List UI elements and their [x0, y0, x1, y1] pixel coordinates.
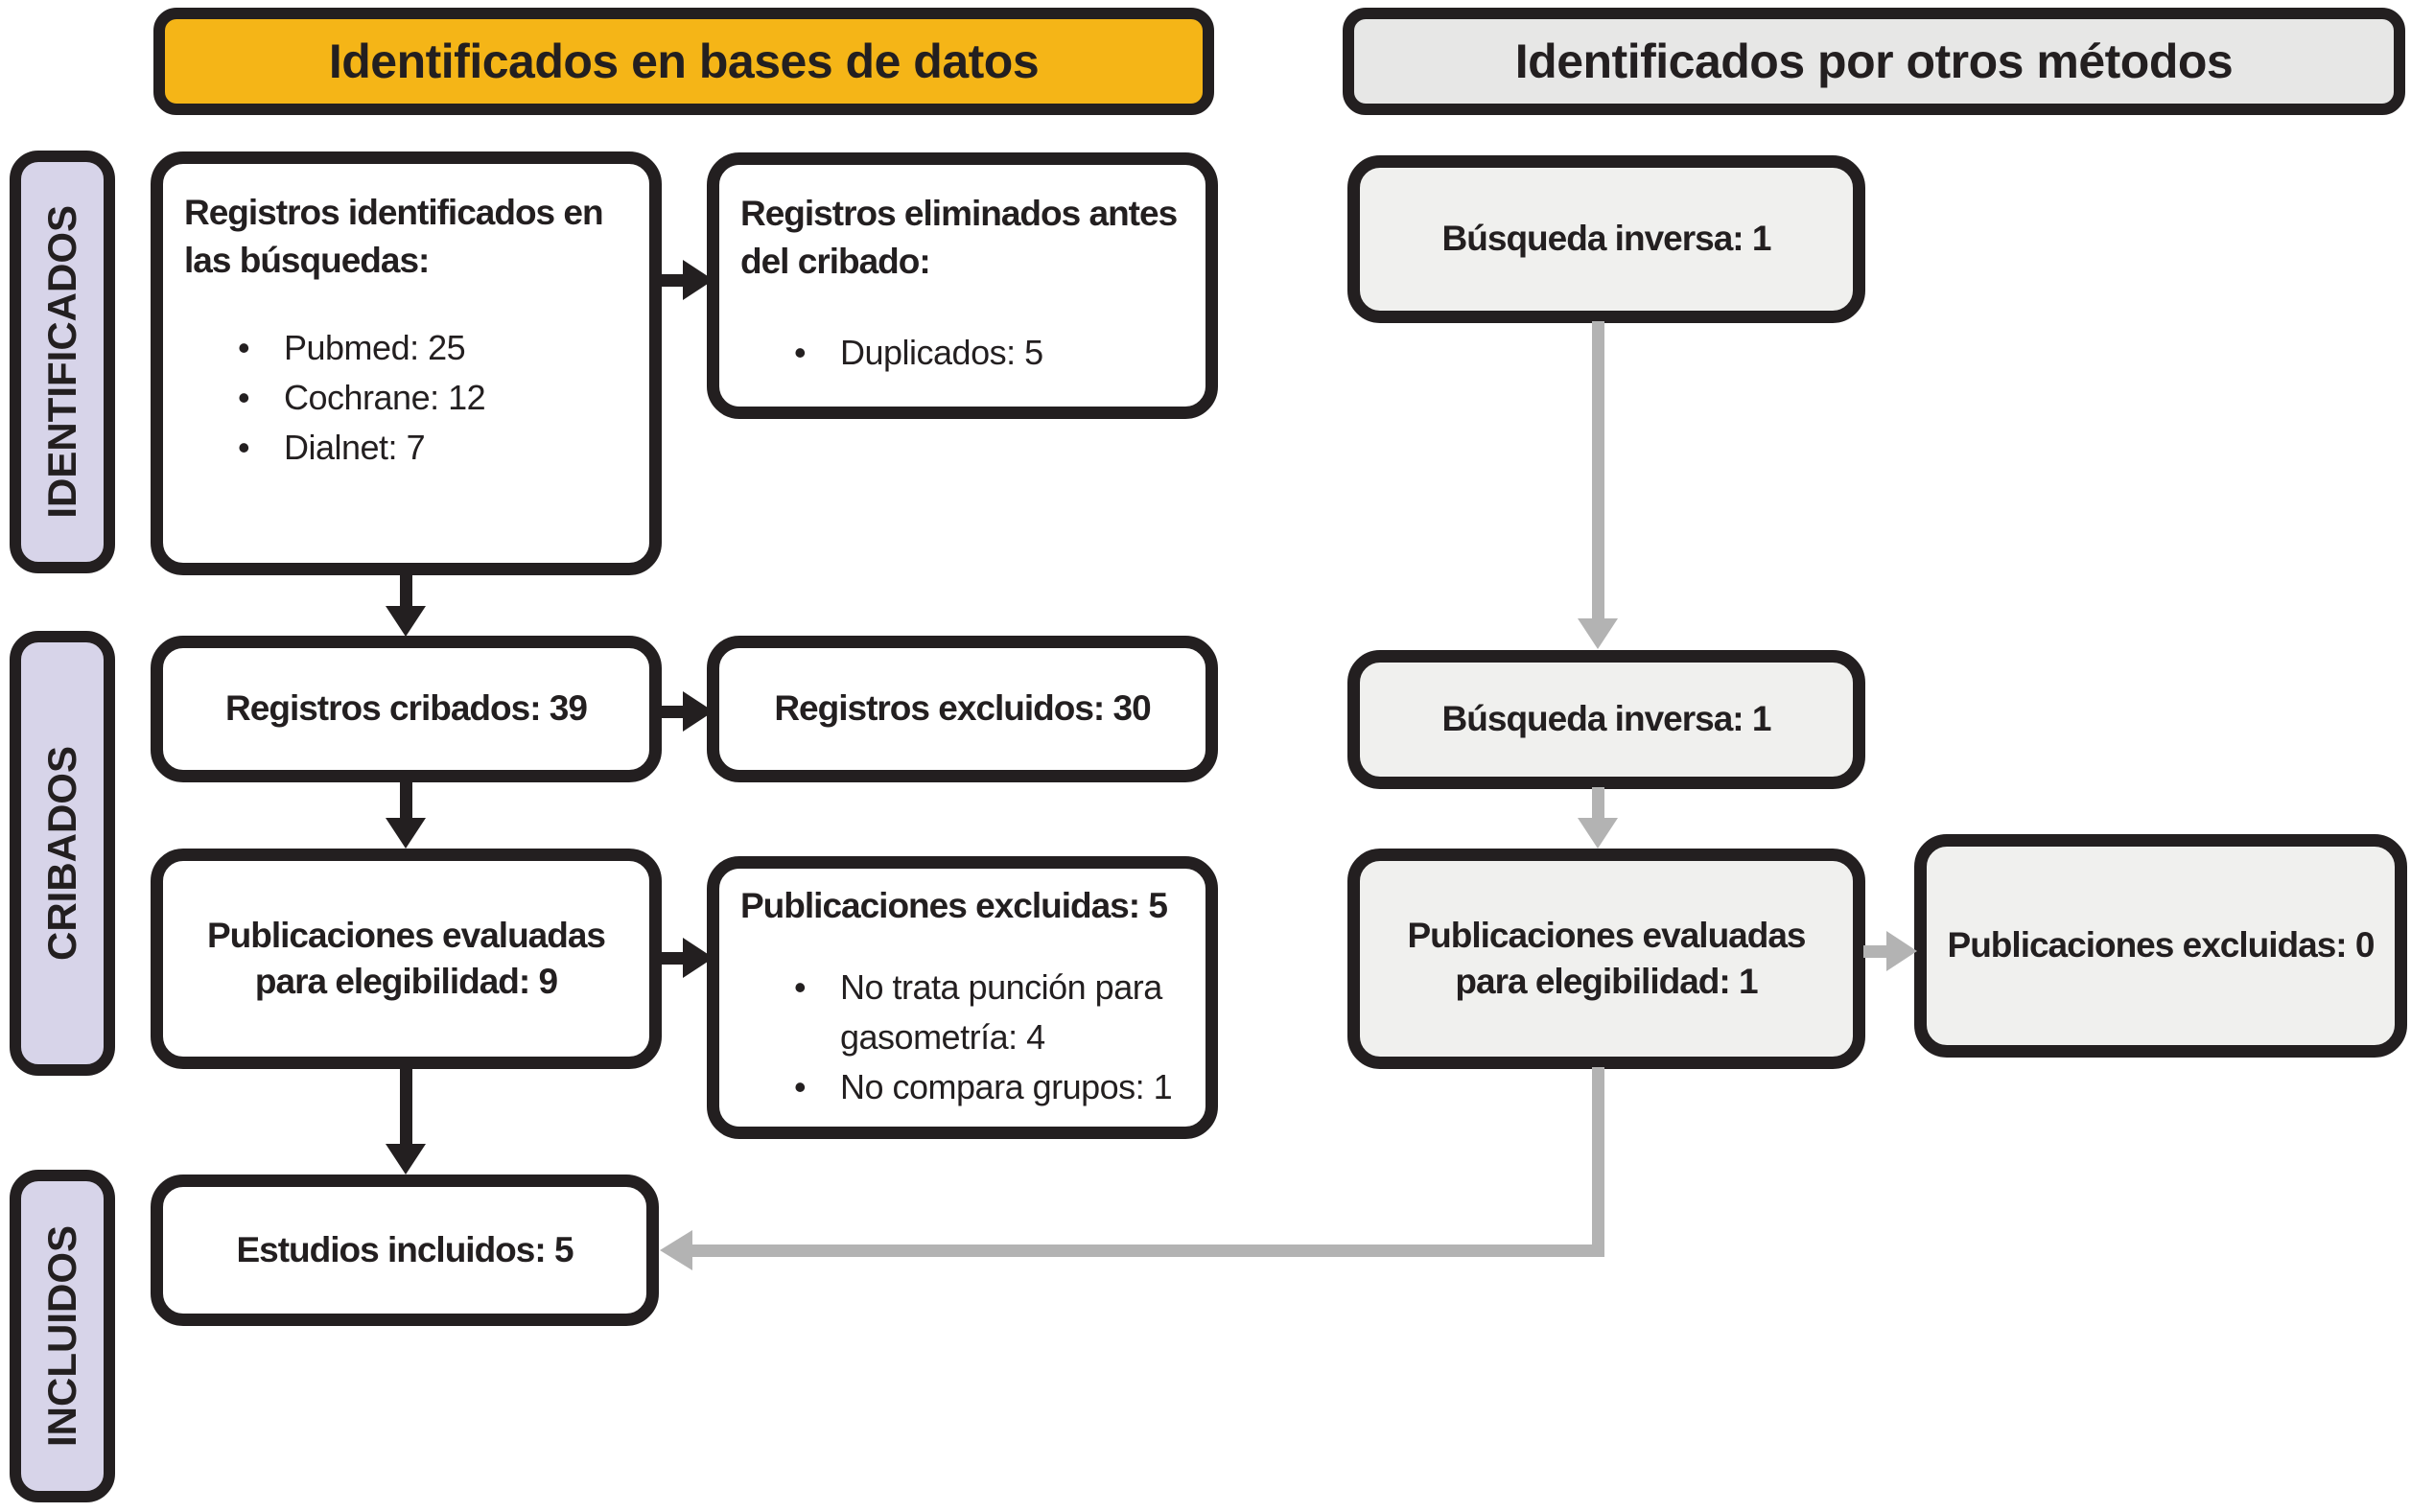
list-item: No compara grupos: 1 [740, 1062, 1184, 1112]
list-item: Dialnet: 7 [184, 423, 628, 473]
box-reverse-search-1-text: Búsqueda inversa: 1 [1441, 219, 1772, 259]
gray-arrow-down-head-icon [1578, 818, 1618, 849]
box-pubs-excluded-db-title: Publicaciones excluidas: 5 [740, 886, 1168, 925]
box-pubs-assessed-other: Publicaciones evaluadas para elegibilida… [1347, 849, 1865, 1069]
arrow-down-icon [400, 573, 412, 606]
box-reverse-search-1: Búsqueda inversa: 1 [1347, 155, 1865, 323]
box-pubs-excluded-other-text: Publicaciones excluidas: 0 [1947, 925, 2376, 965]
box-studies-included: Estudios incluidos: 5 [151, 1175, 659, 1326]
arrow-right-head-icon [683, 691, 714, 732]
arrow-right-icon [662, 706, 683, 718]
stage-label-included-text: INCLUIDOS [39, 1225, 84, 1447]
stage-label-identified: IDENTIFICADOS [10, 151, 115, 573]
box-pubs-excluded-db: Publicaciones excluidas: 5 No trata punc… [707, 856, 1218, 1139]
box-records-excluded-text: Registros excluidos: 30 [774, 688, 1151, 729]
arrow-right-head-icon [683, 938, 714, 978]
arrow-down-icon [400, 780, 412, 819]
box-pubs-excluded-db-list: No trata punción para gasometría: 4 No c… [719, 963, 1206, 1112]
box-studies-included-text: Estudios incluidos: 5 [236, 1229, 573, 1269]
box-records-removed: Registros eliminados antes del cribado: … [707, 152, 1218, 419]
list-item: No trata punción para gasometría: 4 [740, 963, 1184, 1062]
arrow-down-icon [400, 1067, 412, 1144]
gray-arrow-left-head-icon [660, 1230, 692, 1270]
gray-arrow-right-head-icon [1886, 931, 1917, 971]
stage-label-screened-text: CRIBADOS [39, 745, 84, 961]
box-records-identified: Registros identificados en las búsquedas… [151, 151, 662, 575]
box-records-screened-text: Registros cribados: 39 [225, 688, 588, 729]
box-pubs-assessed-db-text: Publicaciones evaluadas para elegibilida… [206, 915, 606, 1001]
box-reverse-search-2: Búsqueda inversa: 1 [1347, 650, 1865, 789]
stage-label-screened: CRIBADOS [10, 631, 115, 1076]
box-records-excluded: Registros excluidos: 30 [707, 636, 1218, 782]
arrow-down-head-icon [386, 606, 426, 637]
box-records-removed-list: Duplicados: 5 [719, 328, 1206, 378]
gray-arrow-down-icon [1592, 787, 1604, 818]
box-reverse-search-2-text: Búsqueda inversa: 1 [1441, 699, 1772, 739]
header-other-methods-label: Identificados por otros métodos [1514, 35, 2234, 88]
box-records-removed-title: Registros eliminados antes del cribado: [740, 194, 1178, 281]
box-pubs-excluded-other: Publicaciones excluidas: 0 [1914, 834, 2407, 1058]
list-item: Pubmed: 25 [184, 323, 628, 373]
gray-elbow-horizontal-icon [692, 1244, 1604, 1257]
arrow-right-head-icon [683, 260, 714, 300]
arrow-down-head-icon [386, 1144, 426, 1175]
arrow-right-icon [662, 952, 683, 965]
box-pubs-assessed-db: Publicaciones evaluadas para elegibilida… [151, 849, 662, 1069]
stage-label-included: INCLUIDOS [10, 1170, 115, 1502]
stage-label-identified-text: IDENTIFICADOS [39, 205, 84, 519]
gray-elbow-vertical-icon [1592, 1067, 1604, 1257]
list-item: Duplicados: 5 [740, 328, 1184, 378]
arrow-right-icon [662, 274, 683, 287]
box-records-identified-title: Registros identificados en las búsquedas… [184, 193, 604, 280]
gray-arrow-down-icon [1592, 321, 1604, 618]
gray-arrow-right-icon [1863, 945, 1886, 958]
box-pubs-assessed-other-text: Publicaciones evaluadas para elegibilida… [1407, 915, 1806, 1001]
arrow-down-head-icon [386, 818, 426, 849]
gray-arrow-down-head-icon [1578, 618, 1618, 649]
box-records-identified-list: Pubmed: 25 Cochrane: 12 Dialnet: 7 [163, 323, 649, 473]
list-item: Cochrane: 12 [184, 373, 628, 423]
header-databases: Identificados en bases de datos [153, 8, 1214, 115]
header-databases-label: Identificados en bases de datos [328, 35, 1040, 88]
header-other-methods: Identificados por otros métodos [1343, 8, 2405, 115]
box-records-screened: Registros cribados: 39 [151, 636, 662, 782]
